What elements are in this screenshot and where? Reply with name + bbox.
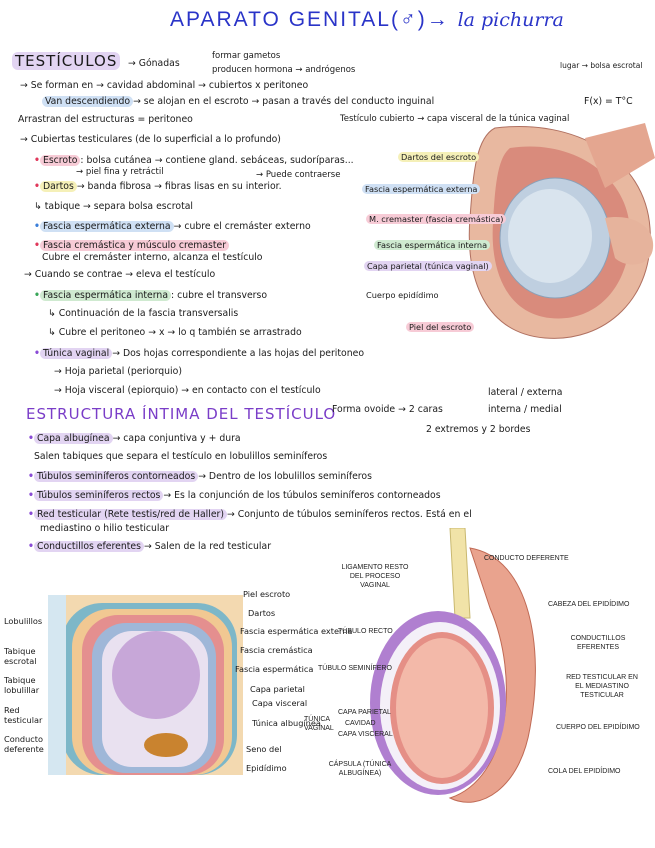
- title-sub: la pichurra: [457, 9, 564, 31]
- dr-capa-visc: CAPA VISCERAL: [338, 731, 393, 738]
- section-heading-testiculos: TESTÍCULOS: [12, 52, 121, 70]
- dl-tabique-lob: Tabique lobulillar: [4, 675, 40, 695]
- label-fascia-ext: Fascia espermática externa: [362, 184, 481, 194]
- hoja-parietal: → Hoja parietal (periorquio): [54, 366, 182, 377]
- dl-red-test: Red testicular: [4, 705, 43, 725]
- extremos-text: 2 extremos y 2 bordes: [426, 424, 531, 435]
- title-main: APARATO GENITAL(♂)→: [170, 8, 450, 31]
- item-escroto: •Escroto: bolsa cutánea → contiene gland…: [34, 155, 354, 166]
- dl-lobulillos: Lobulillos: [4, 616, 43, 626]
- dr-tunica-vag: TÚNICA VAGINAL: [304, 716, 334, 732]
- label-dartos-escroto: Dartos del escroto: [398, 152, 480, 162]
- dl-tabique-escrotal: Tabique escrotal: [4, 646, 37, 666]
- dr-ligamento: LIGAMENTO RESTO DEL PROCESO VAGINAL: [341, 564, 409, 589]
- tabique-text: ↳ tabique → separa bolsa escrotal: [34, 201, 193, 212]
- label-capa-parietal: Capa parietal (túnica vaginal): [364, 261, 492, 271]
- line-se-forman: → Se forman en → cavidad abdominal → cub…: [20, 80, 309, 91]
- dl-tunica-alb: Túnica albugínea: [252, 718, 321, 728]
- dr-tubulo-recto: TÚBULO RECTO: [338, 628, 393, 635]
- dr-cavidad: CAVIDAD: [345, 720, 376, 727]
- dr-red-test: RED TESTICULAR EN EL MEDIASTINO TESTICUL…: [566, 674, 638, 699]
- dl-piel-escroto: Piel escroto: [243, 589, 291, 599]
- section-heading-estructura: ESTRUCTURA ÍNTIMA DEL TESTÍCULO: [26, 405, 337, 423]
- item-fascia-ext: •Fascia espermática externa→ cubre el cr…: [34, 221, 311, 232]
- dr-cuerpo: CUERPO DEL EPIDÍDIMO: [556, 724, 640, 731]
- dl-fascia-int: Fascia espermática: [235, 664, 314, 674]
- dr-conducto-def: CONDUCTO DEFERENTE: [484, 555, 569, 562]
- escroto-piel: → piel fina y retráctil: [76, 167, 164, 177]
- dr-tubulo-sem: TÚBULO SEMINÍFERO: [318, 665, 392, 672]
- dl-fascia-crem: Fascia cremástica: [240, 645, 313, 655]
- cuando-text: → Cuando se contrae → eleva el testículo: [24, 269, 216, 280]
- testis-layers-diagram: [48, 595, 243, 775]
- testiculo-cubierto: Testículo cubierto → capa visceral de la…: [340, 114, 570, 124]
- continuacion-text: ↳ Continuación de la fascia transversali…: [48, 308, 239, 319]
- dr-cabeza: CABEZA DEL EPIDÍDIMO: [548, 601, 630, 608]
- formar-text: formar gametos: [212, 51, 281, 61]
- label-fascia-int: Fascia espermática interna: [374, 240, 491, 250]
- item-dartos: •Dartos→ banda fibrosa → fibras lisas en…: [34, 181, 282, 192]
- dr-cola: COLA DEL EPIDÍDIMO: [548, 768, 621, 775]
- item-fascia-crem: •Fascia cremástica y músculo cremaster: [34, 240, 230, 252]
- dl-seno: Seno del: [246, 744, 282, 754]
- item-conductillos: •Conductillos eferentes→ Salen de la red…: [28, 541, 272, 552]
- hoja-visceral: → Hoja visceral (epiorquio) → en contact…: [54, 385, 321, 396]
- dr-capa-par: CAPA PARIETAL: [338, 709, 391, 716]
- dl-fascia-ext: Fascia espermática externa: [240, 626, 353, 636]
- forma-text: Forma ovoide → 2 caras: [332, 404, 443, 415]
- line-cubiertas: → Cubiertas testiculares (de lo superfic…: [20, 134, 281, 145]
- label-m-cremaster: M. cremaster (fascia cremástica): [366, 214, 507, 224]
- fascia-crem-desc: Cubre el cremáster interno, alcanza el t…: [42, 252, 263, 263]
- item-fascia-int: •Fascia espermática interna: cubre el tr…: [34, 290, 268, 301]
- dl-capa-visc: Capa visceral: [252, 698, 308, 708]
- dl-capa-par: Capa parietal: [250, 684, 305, 694]
- item-capa-albuginea: •Capa albugínea→ capa conjuntiva y + dur…: [28, 433, 241, 444]
- producen-text: producen hormona → andrógenos: [212, 65, 356, 75]
- interna-text: interna / medial: [488, 404, 562, 415]
- item-tunica-vaginal: •Túnica vaginal→ Dos hojas correspondien…: [34, 348, 365, 359]
- dl-epididimo: Epidídimo: [246, 763, 287, 773]
- item-red-testicular: •Red testicular (Rete testis/red de Hall…: [28, 509, 472, 520]
- gonadas-text: → Gónadas: [128, 58, 180, 69]
- item-tub-rectos: •Túbulos seminíferos rectos→ Es la conju…: [28, 490, 441, 501]
- label-cuerpo-epid: Cuerpo epidídimo: [366, 290, 439, 300]
- line-van-descendiendo: Van descendiendo→ se alojan en el escrot…: [42, 96, 434, 108]
- dl-dartos: Dartos: [248, 608, 276, 618]
- red-desc2: mediastino o hilio testicular: [40, 523, 170, 534]
- cubre-peritoneo-text: ↳ Cubre el peritoneo → x → lo q también …: [48, 327, 302, 338]
- salen-text: Salen tabiques que separa el testículo e…: [34, 451, 328, 462]
- dl-conducto-def: Conducto deferente: [4, 734, 44, 754]
- page-title: APARATO GENITAL(♂)→ la pichurra: [170, 8, 564, 32]
- lugar-text: lugar → bolsa escrotal: [560, 61, 643, 70]
- dr-capsula: CÁPSULA (TÚNICA ALBUGÍNEA): [328, 761, 392, 777]
- scrotum-illustration: [468, 123, 655, 339]
- dr-conductillos: CONDUCTILLOS EFERENTES: [570, 635, 626, 651]
- item-tub-contorneados: •Túbulos seminíferos contorneados→ Dentr…: [28, 471, 372, 482]
- fx-text: F(x) = T°C: [584, 96, 633, 107]
- testis-section-diagram: [370, 528, 536, 803]
- dartos-contraerse: → Puede contraerse: [256, 170, 341, 180]
- lateral-text: lateral / externa: [488, 387, 563, 398]
- line-arrastran: Arrastran del estructuras = peritoneo: [18, 114, 193, 125]
- label-piel-escroto: Piel del escroto: [406, 322, 475, 332]
